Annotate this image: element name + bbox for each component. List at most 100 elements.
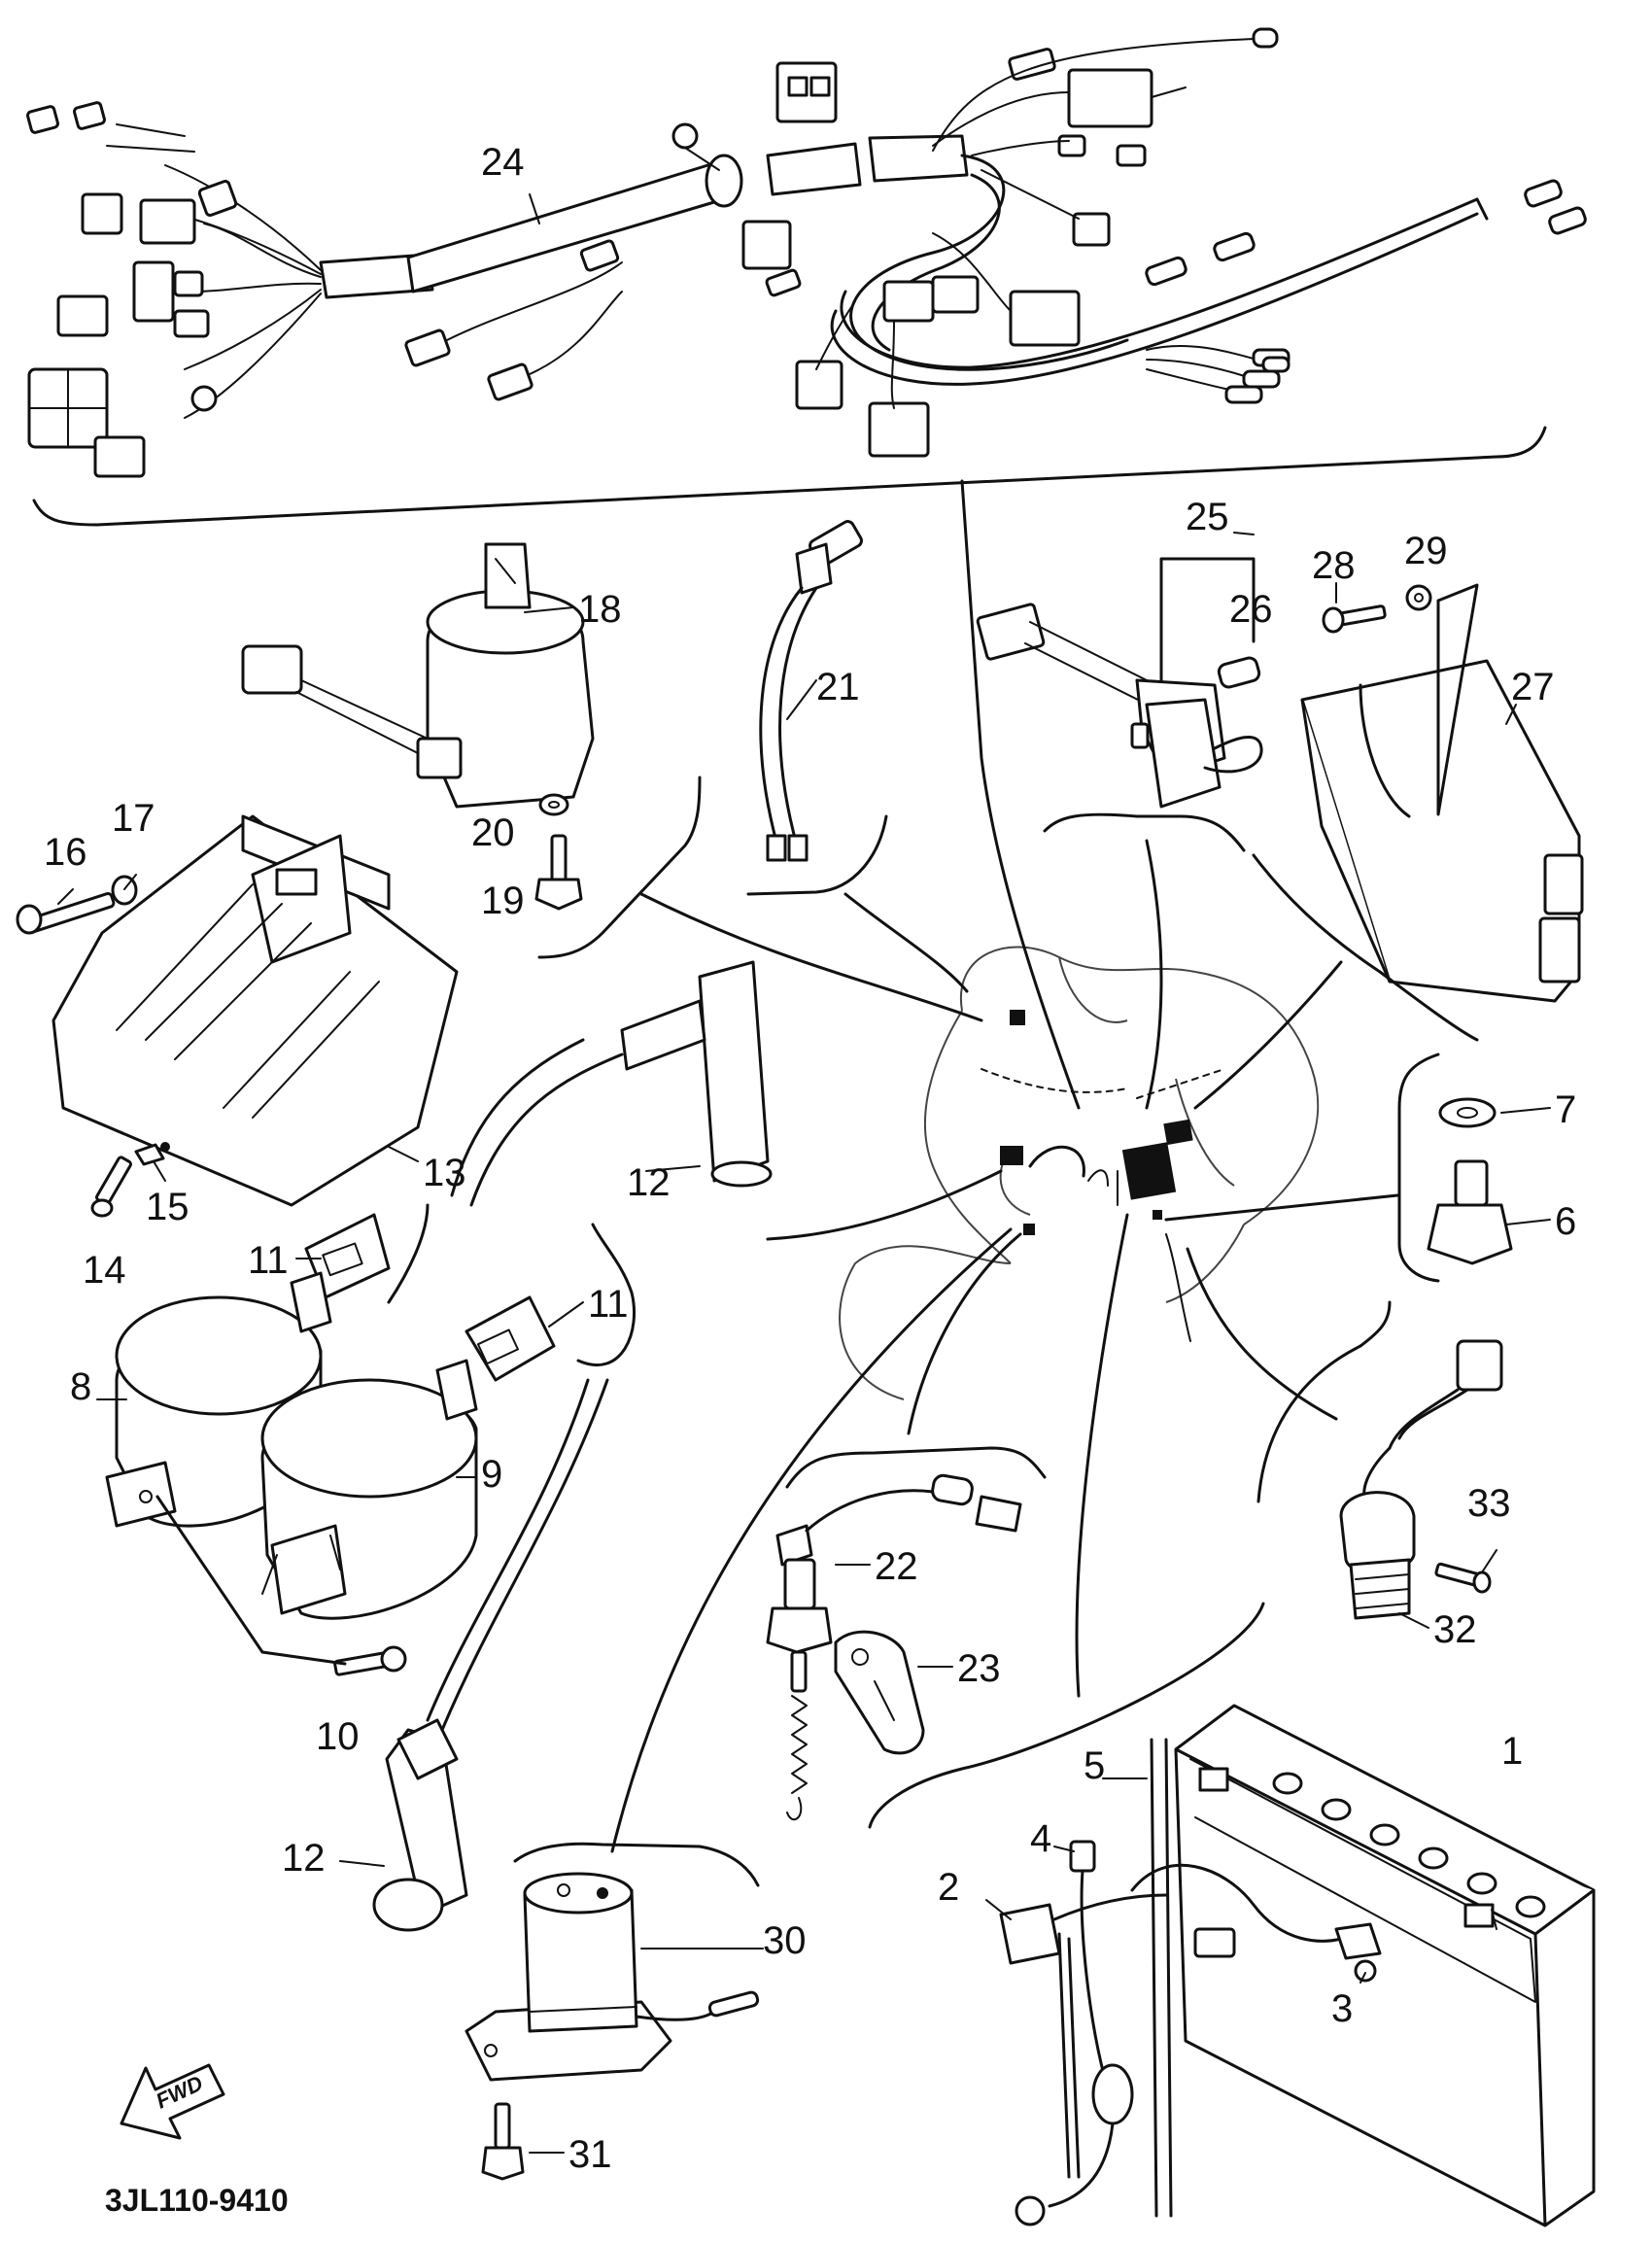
cdi-unit[interactable]	[52, 814, 459, 1207]
callout-7: 7	[1555, 1088, 1576, 1131]
lead-segment	[576, 1223, 637, 1367]
callout-27: 27	[1511, 666, 1555, 708]
control-unit-27[interactable]	[1300, 659, 1584, 1003]
callout-31: 31	[568, 2133, 612, 2176]
screw-14[interactable]	[90, 1156, 132, 1218]
screw-31[interactable]	[481, 2102, 525, 2181]
ignition-coil-9[interactable]	[260, 1359, 478, 1620]
harness-bracket	[32, 426, 1547, 527]
callout-17: 17	[112, 797, 155, 840]
wire-harness[interactable]	[26, 27, 1587, 478]
fuse-holder-25[interactable]	[976, 603, 1263, 809]
switch-22[interactable]	[766, 1473, 1022, 1821]
callout-18: 18	[578, 588, 622, 631]
sensor-32[interactable]	[1339, 1339, 1503, 1620]
callout-11-left: 11	[248, 1239, 289, 1282]
callout-14: 14	[83, 1249, 126, 1292]
callout-10: 10	[316, 1715, 360, 1758]
group-bracket-18	[537, 776, 702, 959]
leader-18-center	[639, 892, 983, 1022]
group-bracket-30	[513, 1842, 760, 1887]
callout-22: 22	[875, 1545, 918, 1588]
callout-21: 21	[816, 666, 860, 708]
callout-2: 2	[938, 1866, 959, 1909]
fwd-arrow-icon	[120, 2063, 225, 2140]
group-bracket-32	[1256, 1300, 1392, 1503]
lead-4[interactable]	[1015, 1840, 1134, 2226]
sensor-21[interactable]	[759, 519, 864, 862]
leader-25-center	[1145, 839, 1163, 1110]
frame-outline	[839, 946, 1320, 1400]
screw-19[interactable]	[534, 834, 583, 911]
group-bracket-22	[785, 1446, 1047, 1489]
callout-29: 29	[1404, 530, 1448, 572]
callout-30: 30	[763, 1919, 807, 1962]
callout-32: 32	[1433, 1608, 1477, 1651]
callout-19: 19	[481, 880, 525, 922]
callout-9: 9	[481, 1453, 502, 1496]
lead-2[interactable]	[999, 1893, 1168, 2179]
leader-6-center	[1164, 1193, 1399, 1222]
leader-10	[155, 1495, 347, 1666]
callout-26: 26	[1229, 588, 1273, 631]
callout-3: 3	[1331, 1987, 1353, 2030]
callout-23: 23	[957, 1647, 1001, 1690]
leader-30-center	[610, 1227, 1013, 1853]
callout-20: 20	[471, 811, 515, 854]
plug-cap-12-lower[interactable]	[372, 1378, 609, 1932]
callout-6: 6	[1555, 1200, 1576, 1243]
callout-24: 24	[481, 141, 525, 184]
callout-8: 8	[70, 1365, 91, 1408]
callout-33: 33	[1467, 1482, 1511, 1525]
leader-21-center	[843, 892, 969, 993]
breather-hose-5[interactable]	[1150, 1738, 1173, 2218]
callout-12-upper: 12	[627, 1161, 671, 1204]
leader-32-center	[1186, 1247, 1338, 1421]
lead-3[interactable]	[1130, 1863, 1382, 1983]
callout-16: 16	[44, 831, 87, 874]
fuse-26[interactable]	[1217, 656, 1261, 689]
leader-27-center	[1193, 960, 1343, 1110]
group-bracket-battery	[868, 1602, 1265, 1829]
callout-4: 4	[1030, 1817, 1051, 1860]
lead-segment-2	[387, 1203, 430, 1304]
plug-cap-12-upper[interactable]	[450, 960, 773, 1207]
leader-12-center	[766, 1169, 1003, 1241]
washer-29[interactable]	[1405, 584, 1432, 611]
callout-5: 5	[1084, 1744, 1105, 1787]
leader-24-center	[960, 479, 1081, 1110]
callout-12-lower: 12	[282, 1837, 326, 1880]
callout-1: 1	[1501, 1730, 1523, 1773]
bracket-25	[1159, 557, 1256, 682]
battery-1[interactable]	[1174, 1704, 1596, 2227]
leader-1-center	[1075, 1213, 1129, 1698]
drawing-code: 3JL110-9410	[105, 2183, 289, 2218]
group-bracket-6	[1397, 1052, 1440, 1283]
callout-15: 15	[146, 1186, 189, 1228]
leader-29	[1436, 583, 1479, 816]
callouts: 24 25 26 28 29 27 18 21 20 19 17 16 13 1…	[44, 141, 1576, 2176]
nut-15[interactable]	[134, 1143, 165, 1166]
callout-leaders	[57, 193, 1551, 2154]
callout-25: 25	[1186, 496, 1229, 538]
callout-13: 13	[423, 1152, 466, 1194]
callout-28: 28	[1312, 544, 1356, 587]
screw-33[interactable]	[1434, 1562, 1492, 1594]
group-bracket-27	[1252, 853, 1479, 1042]
group-bracket-25	[1043, 812, 1246, 852]
callout-11-right: 11	[588, 1283, 629, 1326]
leader-22-center	[907, 1232, 1022, 1435]
bracket-23[interactable]	[834, 1630, 925, 1755]
screw-10[interactable]	[333, 1645, 407, 1676]
washer-20[interactable]	[538, 793, 569, 816]
group-bracket-21	[746, 814, 888, 896]
screw-28[interactable]	[1322, 604, 1387, 634]
switch-6[interactable]	[1427, 1159, 1513, 1265]
relay-30[interactable]	[465, 1872, 760, 2082]
cap-11-right[interactable]	[465, 1295, 556, 1382]
screw-16[interactable]	[16, 891, 116, 935]
main-switch[interactable]	[241, 542, 595, 809]
washer-7[interactable]	[1438, 1097, 1497, 1128]
washer-17[interactable]	[111, 875, 138, 906]
